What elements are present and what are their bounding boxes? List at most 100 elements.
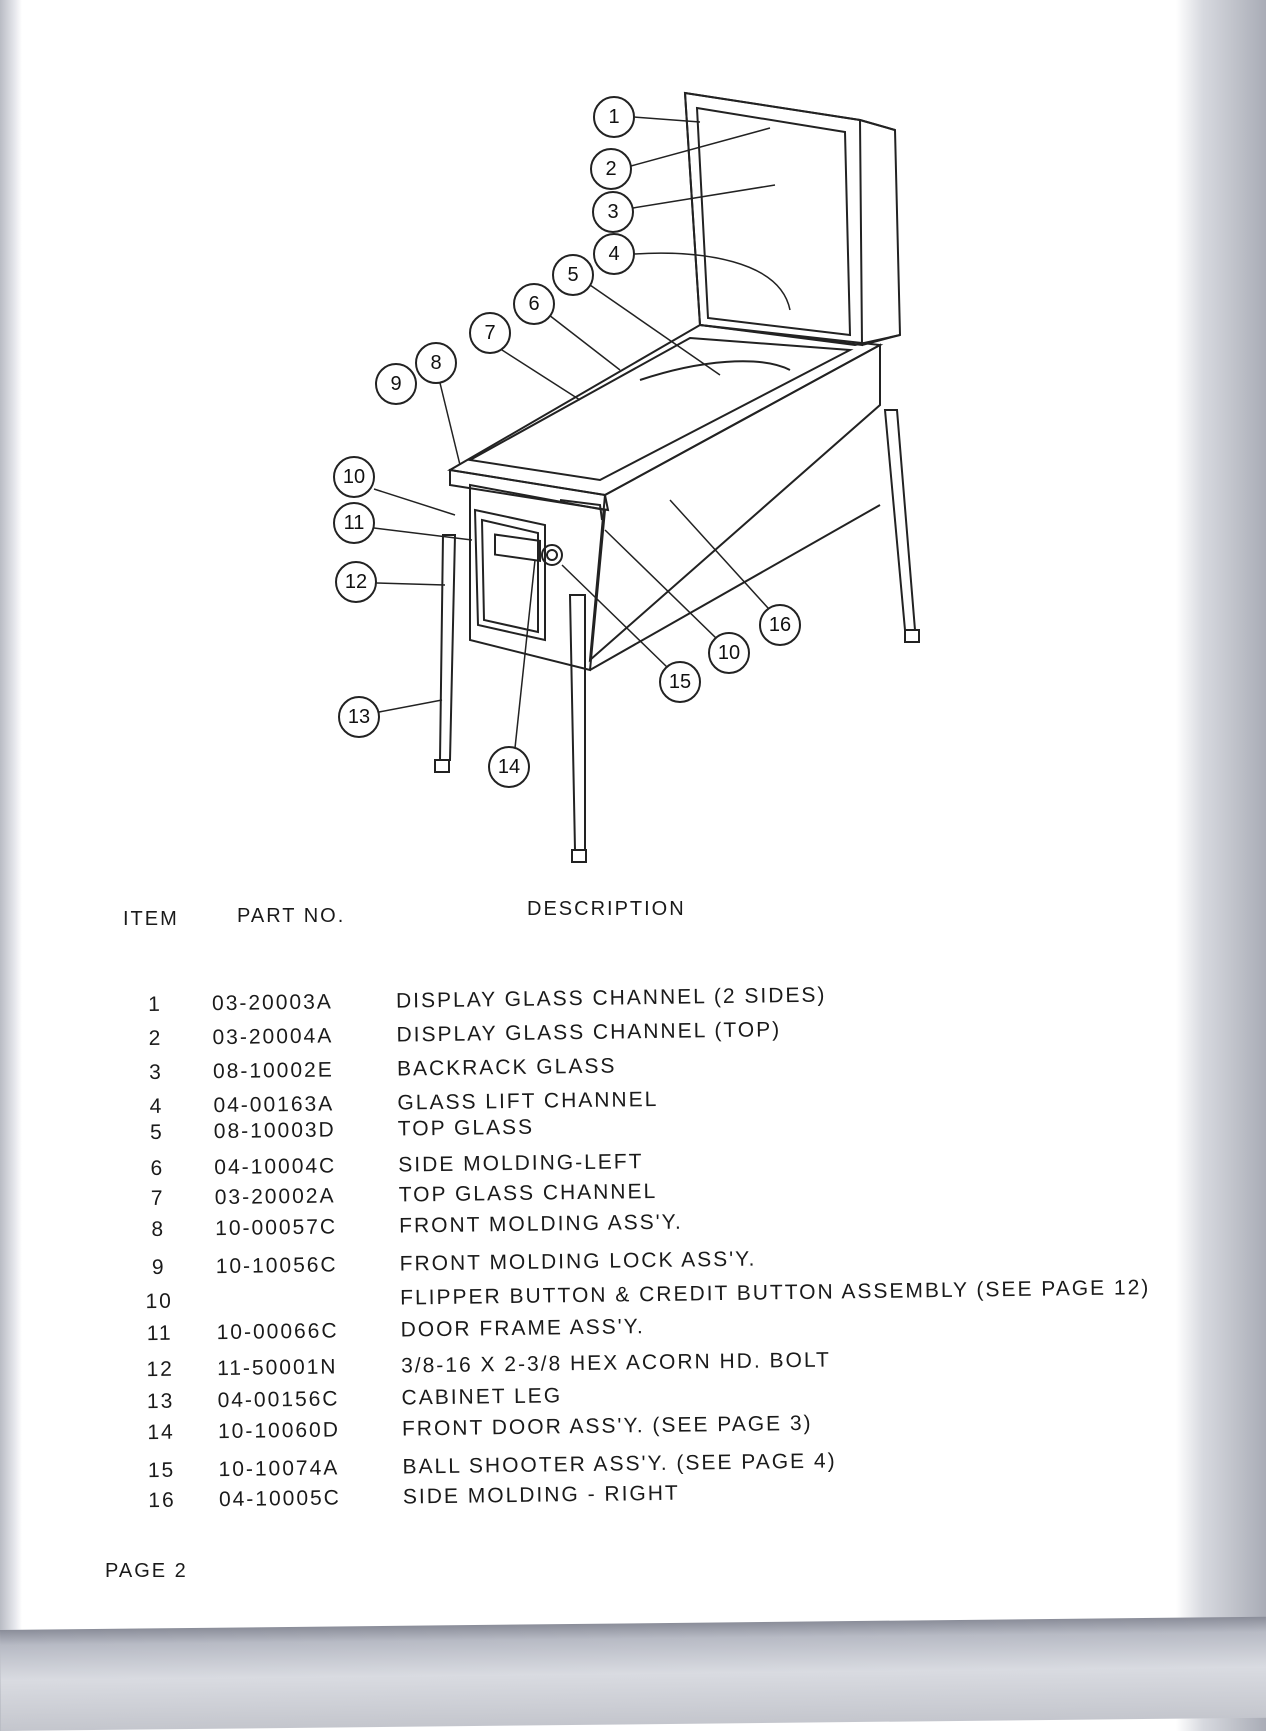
item-number: 16 — [148, 1488, 176, 1513]
callout-16: 16 — [759, 604, 801, 646]
callout-number: 3 — [607, 201, 618, 223]
part-description: CABINET LEG — [401, 1384, 563, 1410]
item-number: 14 — [147, 1420, 175, 1445]
callout-circle — [488, 746, 530, 788]
callout-circle — [415, 342, 457, 384]
item-number: 7 — [150, 1186, 165, 1211]
callout-number: 2 — [605, 158, 616, 180]
callout-5: 5 — [552, 254, 594, 296]
part-number: 10-10060D — [217, 1418, 341, 1444]
callout-number: 10 — [718, 642, 740, 664]
callout-13: 13 — [338, 696, 380, 738]
part-number: 10-10056C — [215, 1253, 338, 1279]
part-number: 03-20003A — [211, 990, 333, 1016]
callout-circle — [335, 561, 377, 603]
item-number: 5 — [149, 1120, 164, 1145]
callout-2: 2 — [590, 148, 632, 190]
leader-lines — [373, 116, 791, 749]
callout-8: 8 — [415, 342, 457, 384]
callout-number: 8 — [430, 352, 441, 374]
part-number: 10-00066C — [216, 1319, 339, 1345]
part-number: 11-50001N — [216, 1355, 338, 1381]
part-description: BACKRACK GLASS — [396, 1054, 617, 1081]
item-number: 15 — [147, 1458, 176, 1483]
part-number: 08-10002E — [212, 1058, 334, 1084]
callout-number: 15 — [669, 671, 691, 693]
part-description: GLASS LIFT CHANNEL — [397, 1087, 659, 1115]
callout-3: 3 — [592, 191, 634, 233]
cabinet — [447, 323, 884, 672]
callout-number: 11 — [344, 512, 365, 534]
callout-circle — [590, 148, 632, 190]
callout-circle — [593, 96, 635, 138]
item-number: 4 — [149, 1094, 164, 1119]
callout-10: 10 — [708, 632, 750, 674]
callout-14: 14 — [488, 746, 530, 788]
part-description: FRONT DOOR ASS'Y. (SEE PAGE 3) — [401, 1411, 813, 1441]
part-number: 10-10074A — [218, 1456, 340, 1482]
callout-circle — [659, 661, 701, 703]
callout-number: 1 — [608, 106, 619, 128]
callout-15: 15 — [659, 661, 701, 703]
callout-circle — [552, 254, 594, 296]
part-number: 04-10005C — [218, 1486, 342, 1512]
callout-number: 16 — [769, 614, 791, 636]
callout-number: 10 — [343, 466, 365, 488]
header-part-no: PART NO. — [237, 905, 346, 927]
callout-number: 7 — [484, 322, 495, 344]
part-description: TOP GLASS CHANNEL — [398, 1179, 658, 1207]
callout-10: 10 — [333, 456, 375, 498]
part-description: DISPLAY GLASS CHANNEL (TOP) — [396, 1018, 782, 1047]
callout-number: 5 — [567, 264, 578, 286]
item-number: 10 — [145, 1289, 174, 1314]
part-number: 10-00057C — [215, 1215, 338, 1241]
header-item: ITEM — [123, 908, 179, 930]
callout-12: 12 — [335, 561, 377, 603]
callout-circle — [513, 283, 555, 325]
callout-number: 14 — [498, 756, 520, 778]
callout-circle — [333, 456, 375, 498]
header-description: DESCRIPTION — [527, 898, 686, 920]
page-number: PAGE 2 — [105, 1560, 188, 1582]
part-description: TOP GLASS — [397, 1115, 535, 1141]
callout-circle — [375, 363, 417, 405]
item-number: 13 — [146, 1389, 175, 1414]
part-description: DOOR FRAME ASS'Y. — [400, 1315, 645, 1342]
callout-number: 6 — [528, 293, 539, 315]
item-number: 8 — [151, 1217, 166, 1242]
part-description: SIDE MOLDING-LEFT — [398, 1150, 644, 1177]
part-description: SIDE MOLDING - RIGHT — [402, 1481, 680, 1509]
item-number: 2 — [148, 1026, 163, 1051]
part-description: 3/8-16 X 2-3/8 HEX ACORN HD. BOLT — [400, 1348, 832, 1378]
item-number: 11 — [146, 1321, 173, 1346]
callout-circle — [333, 502, 375, 544]
part-description: FLIPPER BUTTON & CREDIT BUTTON ASSEMBLY … — [400, 1276, 1151, 1310]
part-number: 04-00156C — [217, 1387, 340, 1413]
item-number: 12 — [146, 1357, 174, 1382]
callout-circle — [759, 604, 801, 646]
callout-circle — [338, 696, 380, 738]
part-number: 03-20002A — [214, 1184, 336, 1210]
callout-9: 9 — [375, 363, 417, 405]
legs — [434, 409, 920, 863]
callout-1: 1 — [593, 96, 635, 138]
callout-number: 4 — [608, 243, 619, 265]
part-number: 03-20004A — [212, 1024, 334, 1050]
part-description: BALL SHOOTER ASS'Y. (SEE PAGE 4) — [402, 1449, 837, 1479]
item-number: 9 — [151, 1255, 166, 1279]
callout-number: 13 — [348, 706, 370, 728]
callout-6: 6 — [513, 283, 555, 325]
part-number: 08-10003D — [213, 1118, 336, 1144]
callout-number: 9 — [390, 373, 401, 395]
callout-circle — [592, 191, 634, 233]
item-number: 6 — [150, 1156, 165, 1181]
callout-circle — [593, 233, 635, 275]
part-number: 04-00163A — [213, 1092, 335, 1118]
callout-circle — [469, 312, 511, 354]
item-number: 1 — [148, 992, 163, 1017]
callout-11: 11 — [333, 502, 375, 544]
part-description: FRONT MOLDING ASS'Y. — [399, 1210, 683, 1238]
